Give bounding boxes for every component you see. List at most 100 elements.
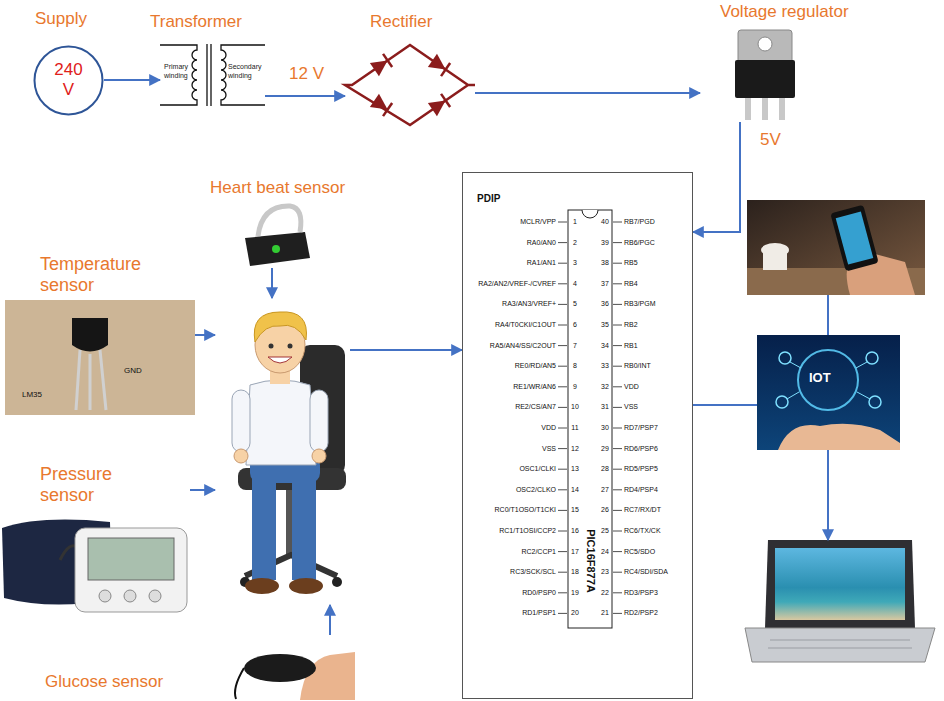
pin-number: 32 [599,382,611,392]
pin-number: 11 [569,423,581,433]
rectifier-bridge-symbol [441,94,450,107]
connector-arrow [693,122,740,232]
pin-number: 13 [569,464,581,474]
patient-illustration [254,312,306,342]
pin-number: 8 [569,361,581,371]
blood-pressure-monitor-photo [99,590,111,602]
regulator-block: Voltage regulator [700,30,830,122]
patient-illustration [232,390,250,452]
glucose-sensor-photo [235,668,244,699]
microcontroller-box: PDIPPIC16F877A [462,172,693,699]
pin-number: 36 [599,299,611,309]
edge-label: 12 V [287,64,326,84]
pin-number: 19 [569,588,581,598]
patient-illustration [288,344,293,349]
pin-number: 9 [569,382,581,392]
smartphone-photo [747,200,925,295]
rectifier-bridge-symbol [345,45,475,125]
laptop-photo [770,640,910,641]
glucose-sensor-photo [235,652,355,700]
rectifier-bridge-symbol [370,54,392,76]
node-heading: Heart beat sensor [210,178,345,198]
pin-name: RC5/SDO [624,547,690,557]
patient-illustration [289,578,323,594]
pin-number: 31 [599,402,611,412]
patient [215,298,350,605]
pin-name: RA3/AN3/VREF+ [466,299,556,309]
node-text: 240 V [52,60,86,101]
pin-name: OSC2/CLKO [466,485,556,495]
pin-number: 12 [569,444,581,454]
pin-name: MCLR/VPP [466,217,556,227]
connector-arrow [195,334,215,336]
pin-number: 25 [599,526,611,536]
connector-arrow [475,92,700,94]
pin-number: 29 [599,444,611,454]
node-heading: Pressure sensor [40,464,150,505]
pin-name: RD0/PSP0 [466,588,556,598]
pin-name: RA2/AN2/VREF-/CVREF [466,279,556,289]
pin-name: RD7/PSP7 [624,423,690,433]
pin-number: 39 [599,238,611,248]
voltage-regulator-photo [745,98,751,120]
iot-photo [787,362,870,399]
voltage-regulator-photo [735,60,795,98]
pin-name: RA5/AN4/SS/C2OUT [466,341,556,351]
edge-label: 5V [758,130,783,150]
pressure-sensor: Pressure sensor [10,462,190,615]
pin-number: 17 [569,547,581,557]
patient-illustration [234,449,248,463]
pin-number: 26 [599,505,611,515]
pin-name: RB3/PGM [624,299,690,309]
smartphone [747,200,925,295]
iot-photo [798,350,858,410]
rectifier-bridge-symbol [428,94,450,116]
iot-photo [778,424,900,450]
smartphone-photo [830,205,878,272]
connector-arrow [265,95,345,97]
patient-illustration [245,578,279,594]
pic-chip-drawing [582,210,598,218]
pin-number: 27 [599,485,611,495]
patient-illustration [292,475,316,580]
glucose-sensor: Glucose sensor [230,635,355,698]
heartbeat-sensor-photo [245,206,310,266]
iot-photo [757,335,900,450]
pin-name: RC2/CCP1 [466,547,556,557]
iot-cloud: IOT [757,335,900,450]
smartphone-photo [836,212,874,265]
iot-photo [869,396,881,408]
pin-name: VDD [466,423,556,433]
transformer-symbol [221,45,265,105]
patient-illustration [310,390,328,452]
voltage-regulator-photo [758,37,772,51]
blood-pressure-monitor-photo [2,520,187,612]
connector-arrow [271,268,273,298]
pin-name: RD1/PSP1 [466,608,556,618]
pin-number: 15 [569,505,581,515]
pin-name: VSS [466,444,556,454]
laptop-photo [768,648,912,649]
winding-label: Primary winding [164,62,192,80]
pin-marking: GND [124,366,142,376]
pin-number: 1 [569,217,581,227]
pin-name: RC3/SCK/SCL [466,567,556,577]
rectifier-bridge-symbol [441,63,450,76]
rectifier-bridge-symbol [383,103,392,116]
transformer-symbol [210,44,211,106]
patient-illustration [246,380,316,465]
heartbeat-sensor: Heart beat sensor [230,202,315,268]
pin-number: 40 [599,217,611,227]
pin-number: 6 [569,320,581,330]
pin-name: RE1/WR/AN6 [466,382,556,392]
connector-arrow [190,489,215,491]
pin-number: 38 [599,258,611,268]
laptop-photo [775,548,905,620]
pic-chip-drawing [568,210,612,628]
patient-illustration [269,344,274,349]
smartphone-photo [830,205,878,272]
pin-number: 35 [599,320,611,330]
connector-arrow [350,349,462,351]
pin-name: RD2/PSP2 [624,608,690,618]
pin-name: RB0/INT [624,361,690,371]
